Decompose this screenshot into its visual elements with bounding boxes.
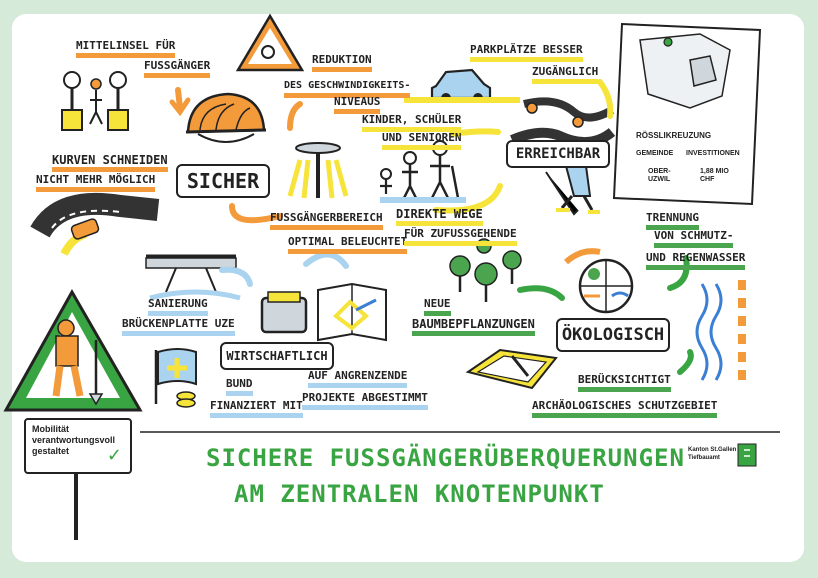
ecology-circle-icon	[564, 248, 634, 314]
sign-line-1: Mobilität	[32, 424, 69, 434]
label-projekte: PROJEKTE ABGESTIMMT	[302, 392, 428, 410]
sign-line-3: gestaltet	[32, 446, 70, 456]
label-neue: NEUE	[424, 298, 451, 316]
label-mittelinsel: MITTELINSEL FÜR	[76, 40, 176, 58]
sign-line-2: verantwortungsvoll	[32, 435, 116, 445]
label-sanierung: SANIERUNG	[148, 298, 208, 316]
street-lamp-icon	[287, 142, 349, 199]
label-niveaus: NIVEAUS	[334, 96, 381, 114]
coins-icon	[176, 391, 196, 408]
label-parkplaetze: PARKPLÄTZE BESSER	[470, 44, 583, 62]
category-sicher: SICHER	[176, 164, 270, 198]
map-card-gemeinde-value: OBER-UZWIL	[648, 168, 671, 183]
wallet-icon	[260, 291, 308, 334]
label-nicht-moeglich: NICHT MEHR MÖGLICH	[36, 174, 156, 192]
label-trennung: TRENNUNG	[646, 212, 699, 230]
water-pipes-icon	[695, 280, 746, 384]
label-zufussgehende: FÜR ZUFUSSGEHENDE	[404, 228, 517, 246]
construction-sign-icon	[3, 288, 143, 412]
map-card-col-investitionen: INVESTITIONEN	[686, 150, 740, 157]
route-road-icon	[510, 97, 616, 147]
label-geschwindigkeit: DES GESCHWINDIGKEITS-	[284, 80, 411, 98]
map-card-investition-value: 1,88 MIO CHF	[700, 168, 729, 183]
helmet-icon	[185, 92, 267, 143]
label-kinder: KINDER, SCHÜLER	[362, 114, 462, 132]
car-icon	[404, 68, 520, 103]
map-card	[612, 22, 762, 206]
label-zugaenglich: ZUGÄNGLICH	[532, 66, 599, 84]
footer-tiefbauamt: Tiefbauamt	[688, 455, 720, 461]
walking-person-icon	[545, 165, 600, 216]
category-wirtschaftlich: WIRTSCHAFTLICH	[220, 342, 334, 370]
label-direkte-wege: DIREKTE WEGE	[396, 208, 483, 226]
label-reduktion: REDUKTION	[312, 54, 372, 72]
curved-road-icon	[30, 192, 160, 256]
label-brueckenplatte: BRÜCKENPLATTE UZE	[122, 318, 235, 336]
check-icon: ✓	[106, 445, 122, 466]
mobility-sign-text: Mobilität verantwortungsvoll gestaltet	[32, 424, 115, 457]
label-archaeologisch: ARCHÄOLOGISCHES SCHUTZGEBIET	[532, 400, 718, 418]
excavation-site-icon	[465, 348, 558, 390]
label-schmutz: VON SCHMUTZ-	[654, 230, 734, 248]
warning-triangle-icon	[235, 13, 305, 72]
map-card-title: RÖSSLIKREUZUNG	[636, 131, 712, 140]
label-baumbepflanzungen: BAUMBEPFLANZUNGEN	[412, 318, 535, 336]
label-senioren: UND SENIOREN	[382, 132, 462, 150]
kanton-logo	[737, 443, 757, 467]
label-finanziert: FINANZIERT MIT	[210, 400, 303, 418]
main-title-line-2: AM ZENTRALEN KNOTENPUNKT	[234, 480, 605, 508]
map-puzzle-icon	[317, 282, 387, 342]
label-fussganger: FUSSGÄNGER	[144, 60, 211, 78]
label-fussgaengerbereich: FUSSGÄNGERBEREICH	[270, 212, 383, 230]
label-beleuchtet: OPTIMAL BELEUCHTET	[288, 236, 408, 254]
traffic-island-icon	[61, 71, 129, 131]
arrows	[169, 79, 694, 375]
main-title-line-1: SICHERE FUSSGÄNGERÜBERQUERUNGEN	[206, 444, 685, 472]
bridge-icon	[145, 254, 241, 301]
map-card-col-gemeinde: GEMEINDE	[636, 150, 674, 157]
category-erreichbar: ERREICHBAR	[506, 140, 610, 168]
footer-kanton: Kanton St.Gallen	[688, 447, 737, 453]
label-beruecksichtigt: BERÜCKSICHTIGT	[578, 374, 671, 392]
swiss-flag-icon	[154, 348, 197, 404]
mobility-sign: Mobilität verantwortungsvoll gestaltet ✓	[24, 418, 132, 474]
category-oekologisch: ÖKOLOGISCH	[556, 318, 670, 352]
label-kurven: KURVEN SCHNEIDEN	[52, 154, 168, 172]
label-angrenzende: AUF ANGRENZENDE	[308, 370, 408, 388]
trees-icon	[449, 238, 522, 302]
label-regenwasser: UND REGENWASSER	[646, 252, 746, 270]
label-bund: BUND	[226, 378, 253, 396]
